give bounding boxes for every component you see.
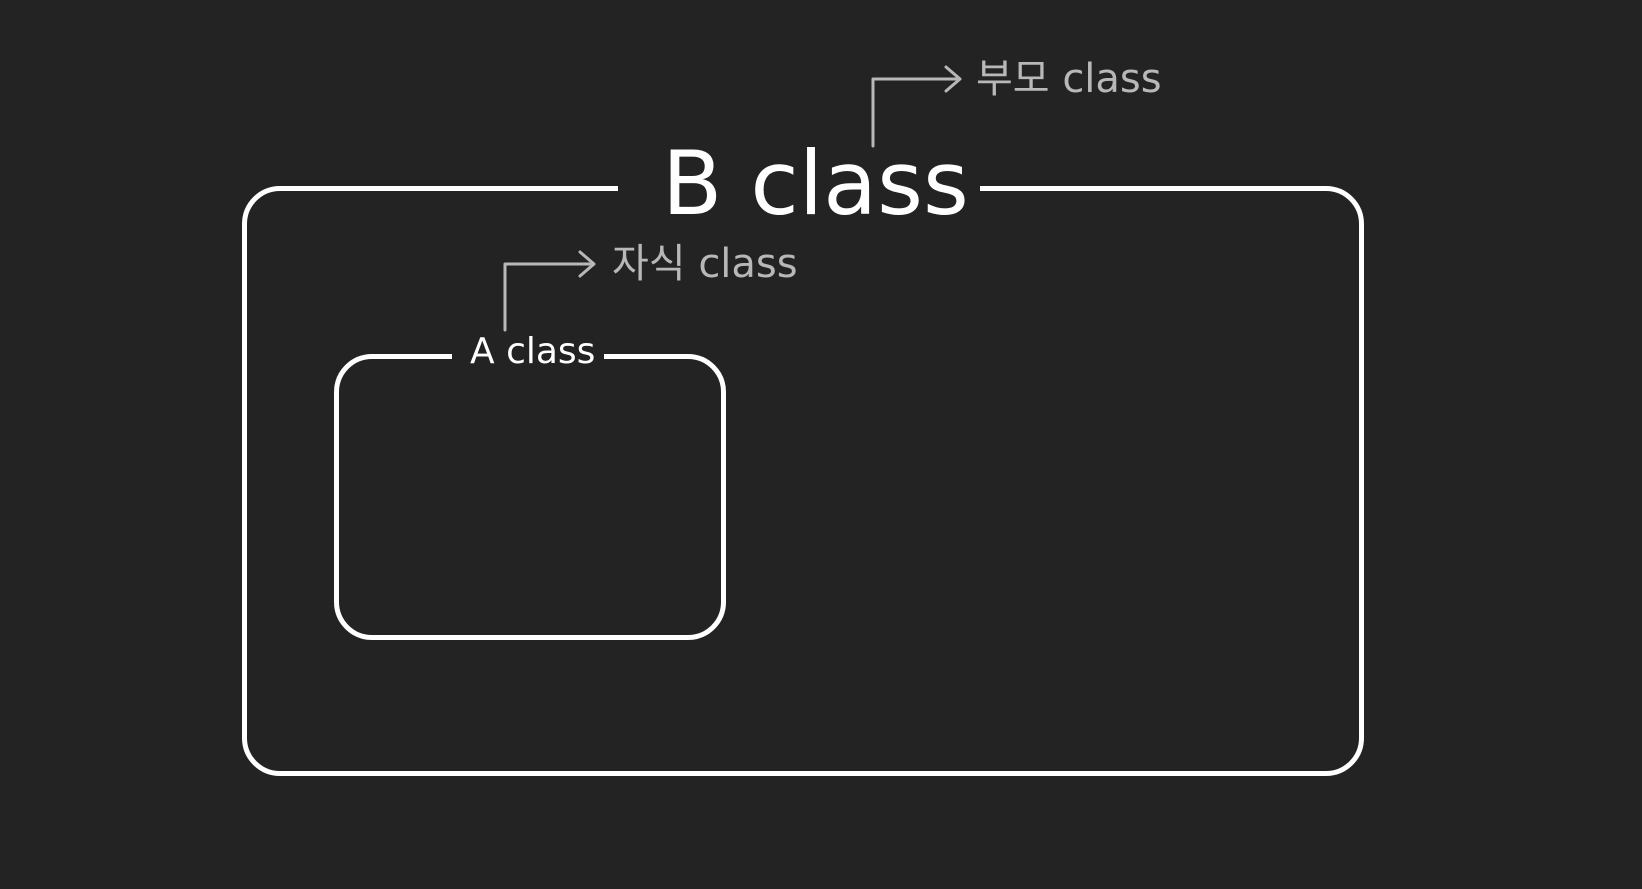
parent-arrow [871,77,958,148]
inner-box-label-gap [452,346,604,366]
outer-box-label-gap [618,176,980,200]
child-arrow-head [578,250,596,278]
inner-class-label: A class [470,331,596,372]
child-class-annotation: 자식 class [612,241,798,287]
parent-arrow-head [944,65,962,93]
child-arrow [503,262,592,332]
outer-class-label: B class [662,132,969,235]
parent-class-annotation: 부모 class [976,56,1162,102]
